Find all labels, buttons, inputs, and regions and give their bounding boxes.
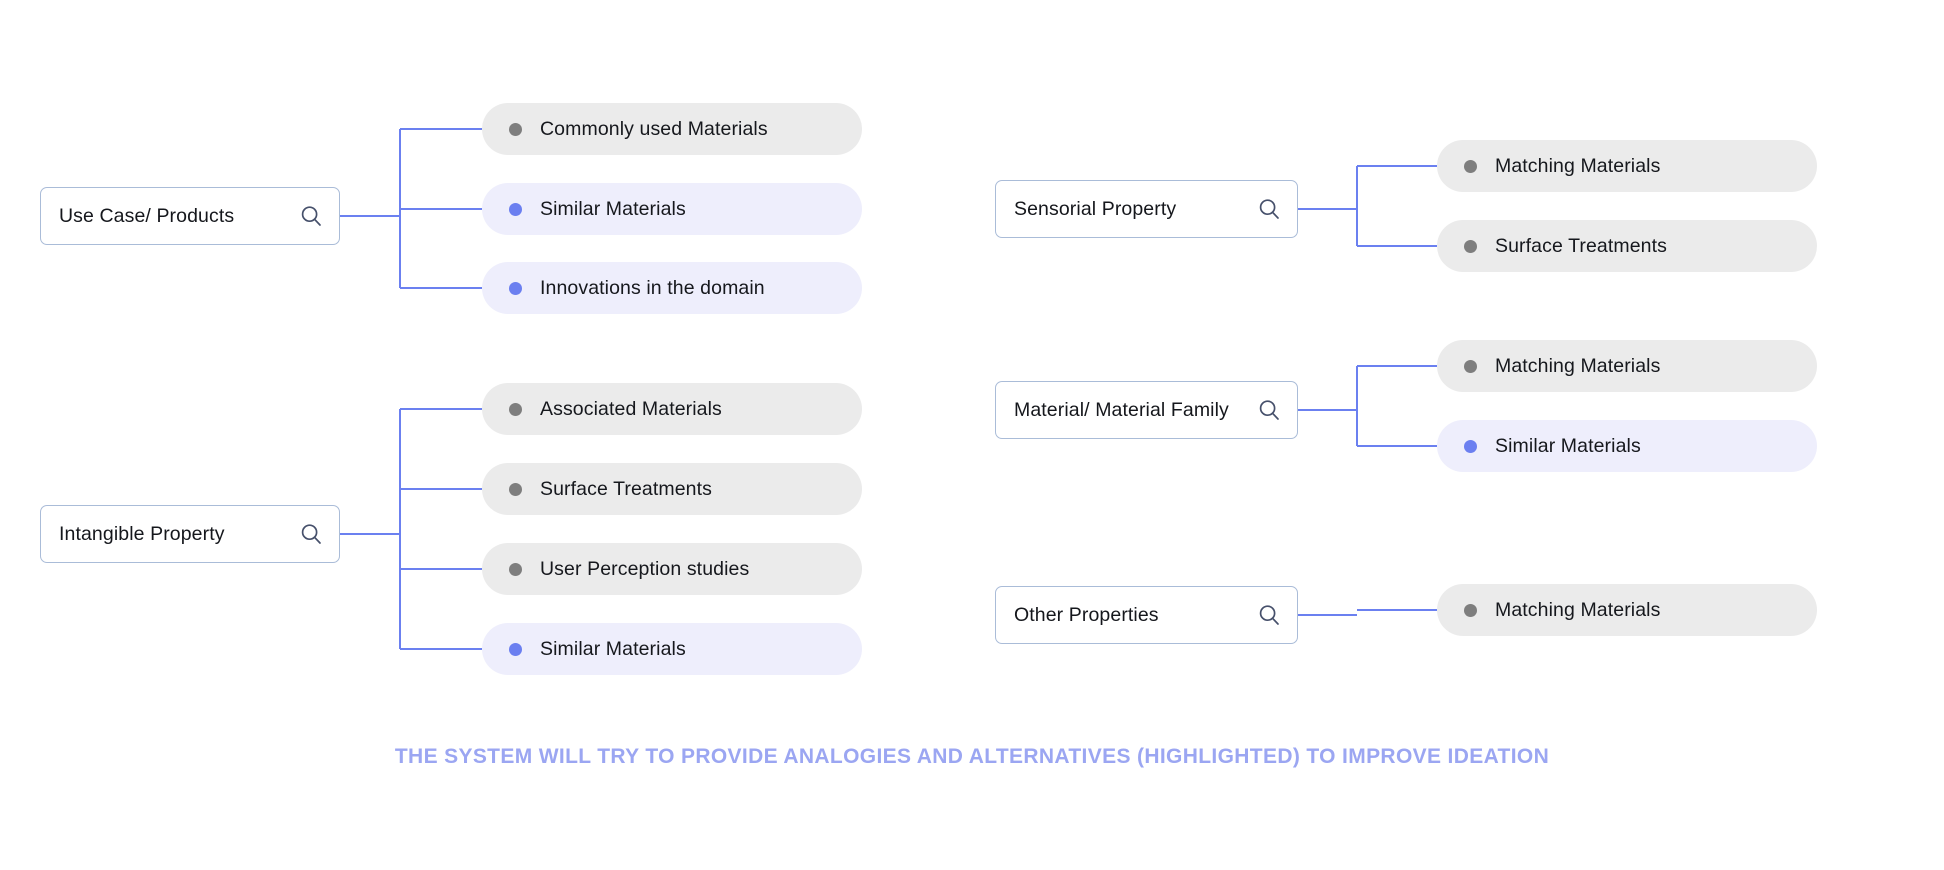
status-dot xyxy=(509,281,522,295)
result-pill-label: Innovations in the domain xyxy=(540,276,765,299)
search-icon[interactable] xyxy=(1257,398,1281,422)
status-dot xyxy=(509,202,522,216)
result-pill[interactable]: Matching Materials xyxy=(1437,584,1817,636)
search-box-other-properties[interactable]: Other Properties xyxy=(995,586,1298,644)
result-pill[interactable]: Similar Materials xyxy=(482,623,862,675)
diagram-caption: THE SYSTEM WILL TRY TO PROVIDE ANALOGIES… xyxy=(394,745,1550,768)
result-pill-label: Surface Treatments xyxy=(1495,234,1667,257)
search-icon[interactable] xyxy=(299,522,323,546)
search-icon[interactable] xyxy=(1257,603,1281,627)
result-pill[interactable]: Associated Materials xyxy=(482,383,862,435)
result-pill-label: Surface Treatments xyxy=(540,477,712,500)
status-dot xyxy=(1464,603,1477,617)
search-box-label: Other Properties xyxy=(1014,603,1159,626)
result-pill-label: User Perception studies xyxy=(540,557,750,580)
result-pill[interactable]: Matching Materials xyxy=(1437,140,1817,192)
search-box-material-material-family[interactable]: Material/ Material Family xyxy=(995,381,1298,439)
result-pill[interactable]: Similar Materials xyxy=(482,183,862,235)
status-dot xyxy=(1464,239,1477,253)
result-pill[interactable]: Innovations in the domain xyxy=(482,262,862,314)
result-pill[interactable]: Commonly used Materials xyxy=(482,103,862,155)
search-box-use-case-products[interactable]: Use Case/ Products xyxy=(40,187,340,245)
result-pill-label: Matching Materials xyxy=(1495,598,1661,621)
result-pill[interactable]: User Perception studies xyxy=(482,543,862,595)
result-pill-label: Similar Materials xyxy=(540,197,686,220)
result-pill[interactable]: Surface Treatments xyxy=(1437,220,1817,272)
search-box-label: Use Case/ Products xyxy=(59,204,235,227)
result-pill-label: Similar Materials xyxy=(540,637,686,660)
search-icon[interactable] xyxy=(299,204,323,228)
result-pill-label: Similar Materials xyxy=(1495,434,1641,457)
search-box-label: Intangible Property xyxy=(59,522,225,545)
status-dot xyxy=(1464,439,1477,453)
result-pill[interactable]: Surface Treatments xyxy=(482,463,862,515)
status-dot xyxy=(1464,359,1477,373)
result-pill[interactable]: Similar Materials xyxy=(1437,420,1817,472)
status-dot xyxy=(509,122,522,136)
status-dot xyxy=(509,482,522,496)
status-dot xyxy=(1464,159,1477,173)
search-box-label: Sensorial Property xyxy=(1014,197,1177,220)
search-icon[interactable] xyxy=(1257,197,1281,221)
result-pill-label: Matching Materials xyxy=(1495,354,1661,377)
status-dot xyxy=(509,642,522,656)
result-pill[interactable]: Matching Materials xyxy=(1437,340,1817,392)
search-box-intangible-property[interactable]: Intangible Property xyxy=(40,505,340,563)
result-pill-label: Associated Materials xyxy=(540,397,722,420)
search-box-sensorial-property[interactable]: Sensorial Property xyxy=(995,180,1298,238)
result-pill-label: Commonly used Materials xyxy=(540,117,768,140)
status-dot xyxy=(509,562,522,576)
result-pill-label: Matching Materials xyxy=(1495,154,1661,177)
status-dot xyxy=(509,402,522,416)
search-box-label: Material/ Material Family xyxy=(1014,398,1229,421)
